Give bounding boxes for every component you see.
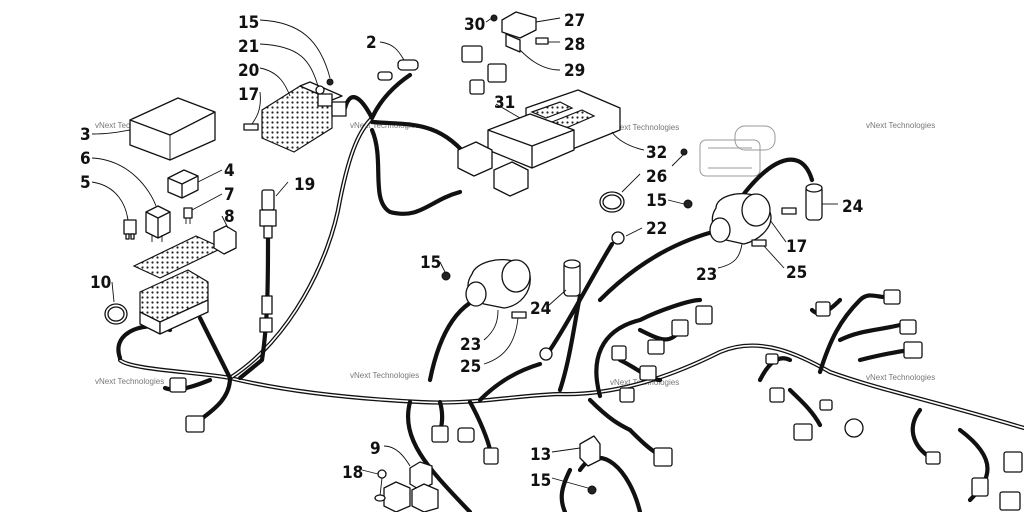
connector-plugs-top [461,45,507,95]
starter-motor-outline [699,125,776,177]
callout-15: 15 [646,191,667,211]
callout-9: 9 [370,439,381,459]
callout-26: 26 [646,167,667,187]
boot-13 [579,435,601,467]
voltage-regulator [243,78,347,153]
watermark-text: vNext Technologies [95,377,164,386]
callout-22: 22 [646,219,667,239]
relay-set-9 [383,461,439,512]
nut-15 [683,199,693,209]
watermark-text: vNext Technologies [866,373,935,382]
ground-cable [539,231,625,361]
callout-29: 29 [564,61,585,81]
ecu-module [487,89,621,169]
callout-6: 6 [80,149,91,169]
callout-15: 15 [420,253,441,273]
ignition-coil-left [465,259,531,319]
screw-18 [374,469,387,502]
callout-32: 32 [646,143,667,163]
watermark-text: vNext Technologies [866,121,935,130]
callout-19: 19 [294,175,315,195]
leader-lines [91,17,838,489]
relay-cube-4 [167,169,199,199]
callout-labels: 15 21 20 17 3 6 5 4 7 8 19 10 2 30 27 28… [80,11,863,491]
callout-24: 24 [530,299,551,319]
callout-3: 3 [80,125,91,145]
callout-30: 30 [464,15,485,35]
relay-6 [145,205,171,242]
circuit-board [132,225,237,279]
ignition-coil-right [709,193,797,247]
ecu-connectors [457,141,529,197]
callout-7: 7 [224,185,235,205]
callout-5: 5 [80,173,91,193]
callout-17: 17 [786,237,807,257]
callout-25: 25 [460,357,481,377]
relay-box [129,97,216,161]
callout-20: 20 [238,61,259,81]
fuse-block [139,269,209,335]
snap-ring [599,191,625,213]
watermark-text: vNext Technologies [350,121,419,130]
nut-15b [680,148,688,156]
callout-2: 2 [366,33,377,53]
callout-15: 15 [530,471,551,491]
callout-23: 23 [696,265,717,285]
spark-plug-cap-left [563,259,581,297]
callout-24: 24 [842,197,863,217]
callout-23: 23 [460,335,481,355]
harness-connectors [169,289,1023,511]
callout-31: 31 [494,93,515,113]
callout-15: 15 [238,13,259,33]
callout-28: 28 [564,35,585,55]
spark-plug-cap-right [805,183,823,221]
watermark-text: vNext Technologies [350,371,419,380]
nut-15-left [441,271,451,281]
callout-10: 10 [90,273,111,293]
fuse-5 [123,219,137,240]
callout-13: 13 [530,445,551,465]
callout-27: 27 [564,11,585,31]
relay-bracket [490,11,549,53]
callout-8: 8 [224,207,235,227]
callout-18: 18 [342,463,363,483]
callout-21: 21 [238,37,259,57]
callout-4: 4 [224,161,235,181]
watermark-text: vNext Technologies [610,123,679,132]
clamp-ring [104,303,128,325]
callout-25: 25 [786,263,807,283]
callout-17: 17 [238,85,259,105]
harness-plug-2 [377,59,419,81]
oxygen-sensor [259,189,277,333]
nut-15-bottom [587,485,597,495]
fuse-7 [183,207,193,224]
